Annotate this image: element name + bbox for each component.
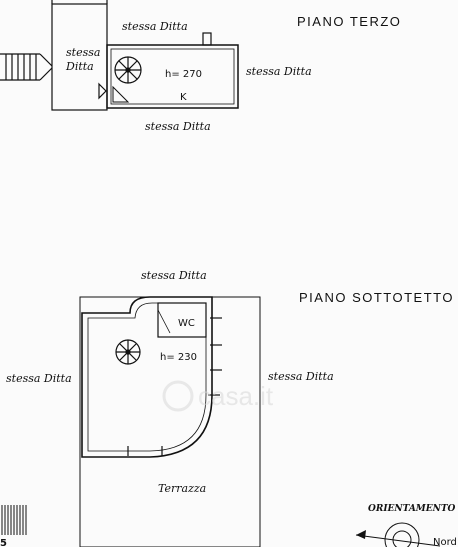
third-floor-title: PIANO TERZO: [297, 14, 401, 29]
label-terzo-bottom: stessa Ditta: [145, 120, 211, 133]
orientation-compass: ORIENTAMENTO Nord: [355, 504, 457, 547]
north-arrow-icon: [355, 534, 441, 547]
binding-mark: [1, 505, 27, 535]
wc-room: [157, 302, 207, 338]
watermark-text: casa.it: [198, 381, 274, 411]
label-terzo-right: stessa Ditta: [246, 65, 312, 78]
terrace-outline: [79, 296, 261, 547]
label-sottotetto-top: stessa Ditta: [141, 269, 207, 282]
third-floor-height: h= 270: [165, 69, 202, 80]
chimney: [202, 32, 212, 46]
label-stair-side-line1: stessa: [66, 46, 100, 59]
label-sottotetto-right: stessa Ditta: [268, 370, 334, 383]
orientation-label: ORIENTAMENTO: [368, 504, 456, 514]
external-staircase: [0, 53, 53, 81]
entry-marker: [98, 82, 107, 100]
watermark: casa.it: [162, 380, 274, 412]
third-floor-room: [106, 44, 239, 109]
attic-floor-plan: [79, 296, 261, 547]
wc-label: WC: [178, 318, 195, 329]
third-floor-plan: [0, 0, 239, 111]
label-stair-side-line2: Ditta: [65, 60, 94, 73]
spiral-staircase-sottotetto: [115, 339, 141, 365]
label-terzo-top: stessa Ditta: [122, 20, 188, 33]
north-label: Nord: [433, 537, 457, 547]
page-number: 5: [0, 538, 7, 547]
room-mark-k: K: [180, 92, 187, 103]
attic-floor-title: PIANO SOTTOTETTO: [299, 290, 454, 305]
label-sottotetto-left: stessa Ditta: [6, 372, 72, 385]
attic-floor-height: h= 230: [160, 352, 197, 363]
spiral-staircase-terzo: [114, 56, 142, 84]
terrace-label: Terrazza: [158, 482, 206, 495]
